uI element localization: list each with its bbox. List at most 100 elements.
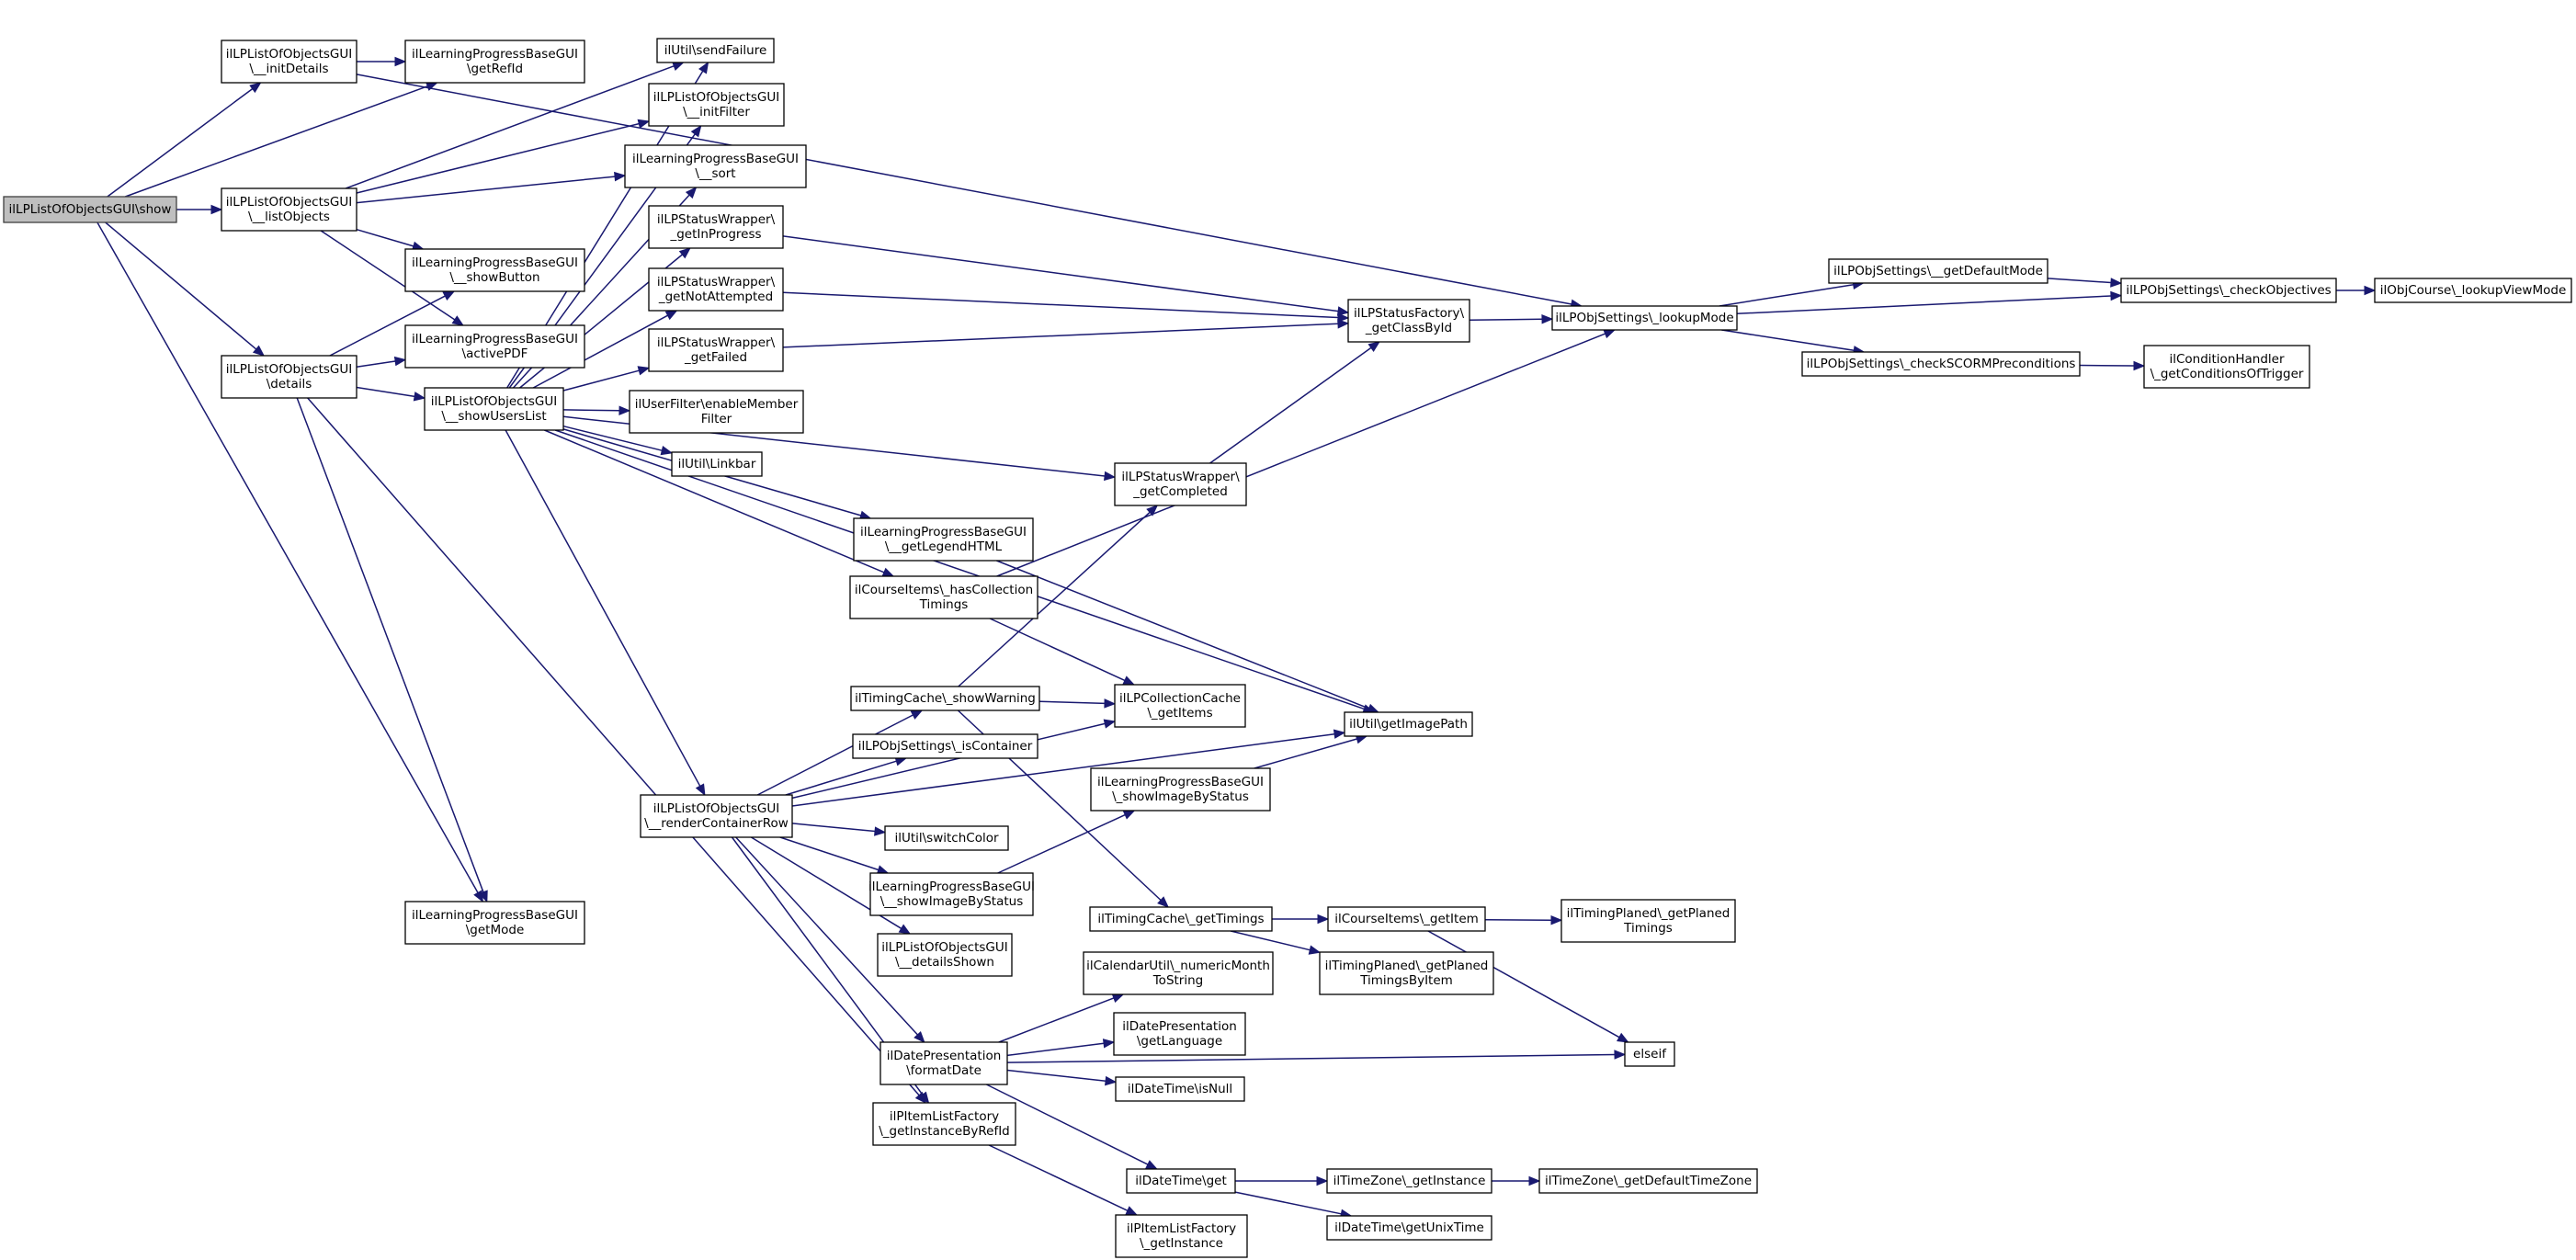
arrowhead (1103, 719, 1117, 729)
node-active-pdf[interactable]: ilLearningProgressBaseGUI\activePDF (404, 324, 585, 369)
node-show-button[interactable]: ilLearningProgressBaseGUI\__showButton (404, 248, 585, 292)
node-check-objectives[interactable]: ilLPObjSettings\_checkObjectives (2120, 278, 2337, 303)
node-get-conditions-of-trigger[interactable]: ilConditionHandler\_getConditionsOfTrigg… (2143, 345, 2310, 389)
node-get-timings[interactable]: ilTimingCache\_getTimings (1089, 906, 1273, 932)
node-get-in-progress[interactable]: ilLPStatusWrapper\_getInProgress (648, 205, 784, 249)
arrowhead (1367, 703, 1380, 713)
node-label: ilTimeZone\_getDefaultTimeZone (1545, 1174, 1752, 1188)
node-get-default-time-zone[interactable]: ilTimeZone\_getDefaultTimeZone (1538, 1168, 1758, 1194)
node-details-shown[interactable]: ilLPListOfObjectsGUI\__detailsShown (877, 933, 1013, 977)
node-box (853, 517, 1034, 562)
node-box (1828, 258, 2048, 284)
node-get-class-by-id[interactable]: ilLPStatusFactory\_getClassById (1347, 299, 1470, 343)
edge-get-not-attempted-to-get-class-by-id (782, 291, 1350, 323)
arrowhead (1614, 1050, 1627, 1060)
node-label: ilLPObjSettings\__getDefaultMode (1833, 264, 2043, 278)
node-box (872, 1102, 1016, 1146)
node-get-unix-time[interactable]: ilDateTime\getUnixTime (1326, 1215, 1492, 1241)
edge-check-objectives-to-lookup-view-mode (2336, 285, 2377, 296)
edge-show-to-init-details (107, 82, 262, 198)
node-lookup-view-mode[interactable]: ilObjCourse\_lookupViewMode (2374, 278, 2572, 303)
node-get-failed[interactable]: ilLPStatusWrapper\_getFailed (648, 328, 784, 372)
node-tz-get-instance[interactable]: ilTimeZone\_getInstance (1326, 1168, 1492, 1194)
node-box (1326, 1215, 1492, 1241)
node-label: ilPItemListFactory (1127, 1221, 1236, 1236)
node-init-details[interactable]: ilLPListOfObjectsGUI\__initDetails (221, 40, 357, 84)
arrowhead (249, 82, 262, 94)
node-label: ToString (1152, 973, 1204, 988)
node-get-completed[interactable]: ilLPStatusWrapper\_getCompleted (1114, 462, 1247, 506)
arrowhead (478, 890, 488, 903)
node-box (404, 40, 585, 84)
node-collection-get-items[interactable]: ilLPCollectionCache\_getItems (1114, 684, 1246, 728)
node-check-scorm[interactable]: ilLPObjSettings\_checkSCORMPreconditions (1801, 351, 2081, 377)
edge-show-users-list-to-enable-member-filter (562, 405, 631, 415)
node-box (1551, 305, 1738, 331)
node-box (424, 387, 564, 431)
arrowhead (1308, 945, 1322, 955)
node-label: \__showButton (449, 270, 539, 285)
node-show-image-by-status2[interactable]: ilLearningProgressBaseGUI\__showImageByS… (868, 872, 1035, 916)
node-lookup-mode[interactable]: ilLPObjSettings\_lookupMode (1551, 305, 1738, 331)
node-get-ref-id[interactable]: ilLearningProgressBaseGUI\getRefId (404, 40, 585, 84)
node-show-warning[interactable]: ilTimingCache\_showWarning (850, 686, 1040, 711)
node-details[interactable]: ilLPListOfObjectsGUI\details (221, 355, 357, 399)
edge-list-objects-to-show-button (356, 228, 425, 251)
node-get-not-attempted[interactable]: ilLPStatusWrapper\_getNotAttempted (648, 267, 784, 312)
node-is-null[interactable]: ilDateTime\isNull (1115, 1076, 1245, 1102)
node-label: _getClassById (1365, 321, 1452, 335)
node-get-default-mode[interactable]: ilLPObjSettings\__getDefaultMode (1828, 258, 2048, 284)
node-label: ilConditionHandler (2169, 352, 2285, 367)
node-box (624, 144, 807, 188)
node-show-image-by-status1[interactable]: ilLearningProgressBaseGUI\_showImageBySt… (1090, 767, 1271, 812)
node-init-filter[interactable]: ilLPListOfObjectsGUI\__initFilter (648, 83, 785, 127)
edge-get-timings-to-course-get-item (1272, 914, 1330, 925)
node-linkbar[interactable]: ilUtil\Linkbar (671, 451, 763, 477)
node-label: ilCalendarUtil\_numericMonth (1086, 959, 1270, 973)
node-item-list-get-instance[interactable]: ilPItemListFactory\_getInstance (1115, 1214, 1248, 1258)
edge-list-objects-to-init-filter (356, 119, 651, 194)
node-label: ilLearningProgressBaseGUI (632, 152, 799, 166)
node-sort[interactable]: ilLearningProgressBaseGUI\__sort (624, 144, 807, 188)
arrowhead (1337, 319, 1350, 329)
edge-details-to-active-pdf (356, 356, 407, 368)
arrowhead (451, 315, 464, 326)
node-label: ilLearningProgressBaseGUI (860, 525, 1027, 539)
edge-render-container-row-to-is-container (785, 756, 908, 796)
node-label: ilLPListOfObjectsGUI (653, 801, 779, 816)
edge-render-container-row-to-collection-get-items (791, 719, 1117, 800)
node-switch-color[interactable]: ilUtil\switchColor (884, 825, 1009, 851)
node-show[interactable]: ilLPListOfObjectsGUI\show (3, 196, 177, 223)
node-get-legend-html[interactable]: ilLearningProgressBaseGUI\__getLegendHTM… (853, 517, 1034, 562)
node-elseif[interactable]: elseif (1624, 1041, 1675, 1067)
node-date-time-get[interactable]: ilDateTime\get (1126, 1168, 1236, 1194)
arrowhead (2364, 285, 2377, 296)
node-send-failure[interactable]: ilUtil\sendFailure (656, 38, 775, 63)
node-label: _getInProgress (669, 227, 761, 242)
node-label: ilDateTime\getUnixTime (1334, 1220, 1484, 1235)
node-list-objects[interactable]: ilLPListOfObjectsGUI\__listObjects (221, 187, 357, 232)
arrowhead (1111, 993, 1125, 1003)
node-render-container-row[interactable]: ilLPListOfObjectsGUI\__renderContainerRo… (640, 794, 793, 838)
arrowhead (881, 567, 895, 577)
node-format-date[interactable]: ilDatePresentation\formatDate (879, 1041, 1008, 1085)
node-label: ilLPListOfObjectsGUI (881, 940, 1007, 955)
node-get-image-path[interactable]: ilUtil\getImagePath (1344, 711, 1473, 737)
node-course-get-item[interactable]: ilCourseItems\_getItem (1327, 906, 1486, 932)
arrowhead (1617, 1032, 1629, 1043)
node-show-users-list[interactable]: ilLPListOfObjectsGUI\__showUsersList (424, 387, 564, 431)
node-box (1624, 1041, 1675, 1067)
arrowhead (1603, 329, 1617, 339)
node-get-mode[interactable]: ilLearningProgressBaseGUI\getMode (404, 901, 585, 945)
arrowhead (695, 783, 706, 797)
node-get-instance-by-ref-id[interactable]: ilPItemListFactory\_getInstanceByRefId (872, 1102, 1016, 1146)
edge-list-objects-to-active-pdf (320, 230, 464, 326)
node-box (671, 451, 763, 477)
node-is-container[interactable]: ilLPObjSettings\_isContainer (852, 733, 1038, 759)
node-get-language[interactable]: ilDatePresentation\getLanguage (1113, 1012, 1246, 1056)
